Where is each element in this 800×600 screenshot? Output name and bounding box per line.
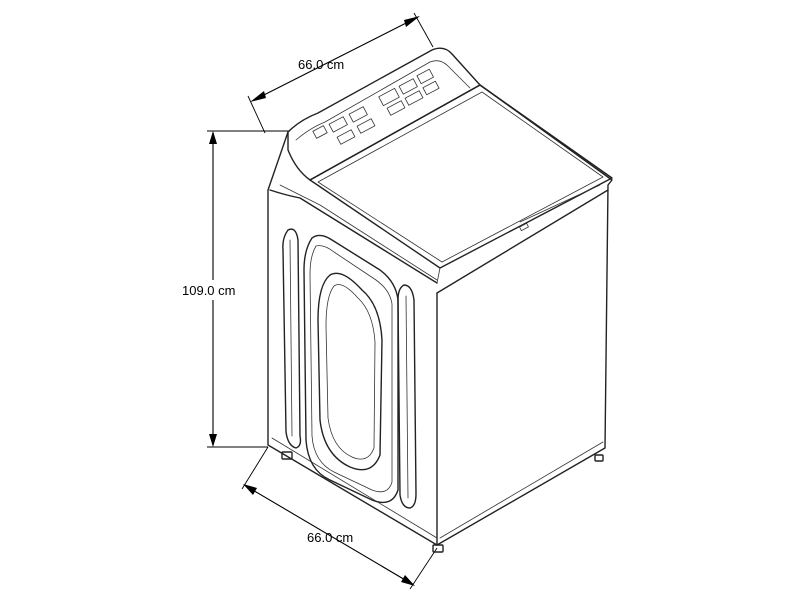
foot-back-right: [594, 454, 604, 462]
lid-front-edge: [436, 267, 441, 284]
height-dimension: 109.0 cm: [180, 130, 290, 448]
lid-seam: [519, 184, 601, 223]
height-arrow-bottom: [209, 434, 217, 447]
side-bottom-line: [439, 441, 604, 539]
side-panel-top-edge: [436, 189, 609, 294]
lid-inner: [317, 91, 604, 263]
front-bottom-line: [271, 437, 438, 539]
bottom-dimension-line: [245, 485, 413, 585]
panel-button: [422, 80, 440, 96]
top-dimension-label: 66.0 cm: [298, 57, 344, 72]
panel-button: [398, 78, 418, 95]
washer-illustration: [267, 47, 613, 553]
right-trim-strip: [397, 284, 417, 509]
bottom-arrow-left: [243, 484, 257, 495]
door-panel-outline: [303, 234, 399, 504]
foot-front-left: [281, 451, 293, 460]
front-shoulder-edge: [269, 189, 438, 284]
bottom-extension-left: [241, 446, 269, 490]
height-label-bg: [180, 280, 246, 300]
top-arrow-left: [250, 91, 266, 102]
front-shoulder-inner: [279, 184, 438, 281]
panel-button: [356, 118, 376, 134]
top-dimension: 66.0 cm: [247, 12, 434, 134]
control-panel-outline: [287, 47, 481, 181]
left-trim-inner: [289, 239, 293, 437]
panel-button: [386, 100, 406, 116]
foot-front-right: [432, 544, 444, 553]
control-panel-buttons: [312, 68, 440, 145]
cabinet-outline: [267, 84, 613, 546]
door-panel-inner: [309, 245, 393, 493]
top-extension-line-right: [413, 12, 434, 48]
height-dimension-label: 109.0 cm: [182, 283, 235, 298]
height-arrow-top: [209, 131, 217, 144]
control-panel-trim: [295, 60, 471, 141]
bottom-dimension-label: 66.0 cm: [307, 530, 353, 545]
panel-button: [336, 129, 356, 145]
bottom-arrow-right: [401, 575, 415, 586]
left-trim-strip: [282, 228, 302, 449]
panel-button: [328, 116, 348, 133]
top-arrow-right: [404, 16, 420, 27]
right-trim-inner: [405, 295, 409, 499]
panel-button: [348, 106, 368, 123]
lid-outline: [309, 84, 613, 269]
top-extension-line-left: [247, 95, 266, 134]
bottom-dimension: 66.0 cm: [241, 446, 438, 590]
panel-button: [404, 90, 424, 106]
panel-display: [378, 87, 400, 107]
door-window-outline: [317, 272, 383, 471]
lid-latch: [519, 222, 529, 232]
panel-button: [312, 125, 328, 139]
top-dimension-line: [253, 16, 419, 101]
panel-button: [416, 68, 434, 85]
bottom-extension-right: [409, 547, 438, 590]
door-window-glass: [325, 284, 376, 460]
